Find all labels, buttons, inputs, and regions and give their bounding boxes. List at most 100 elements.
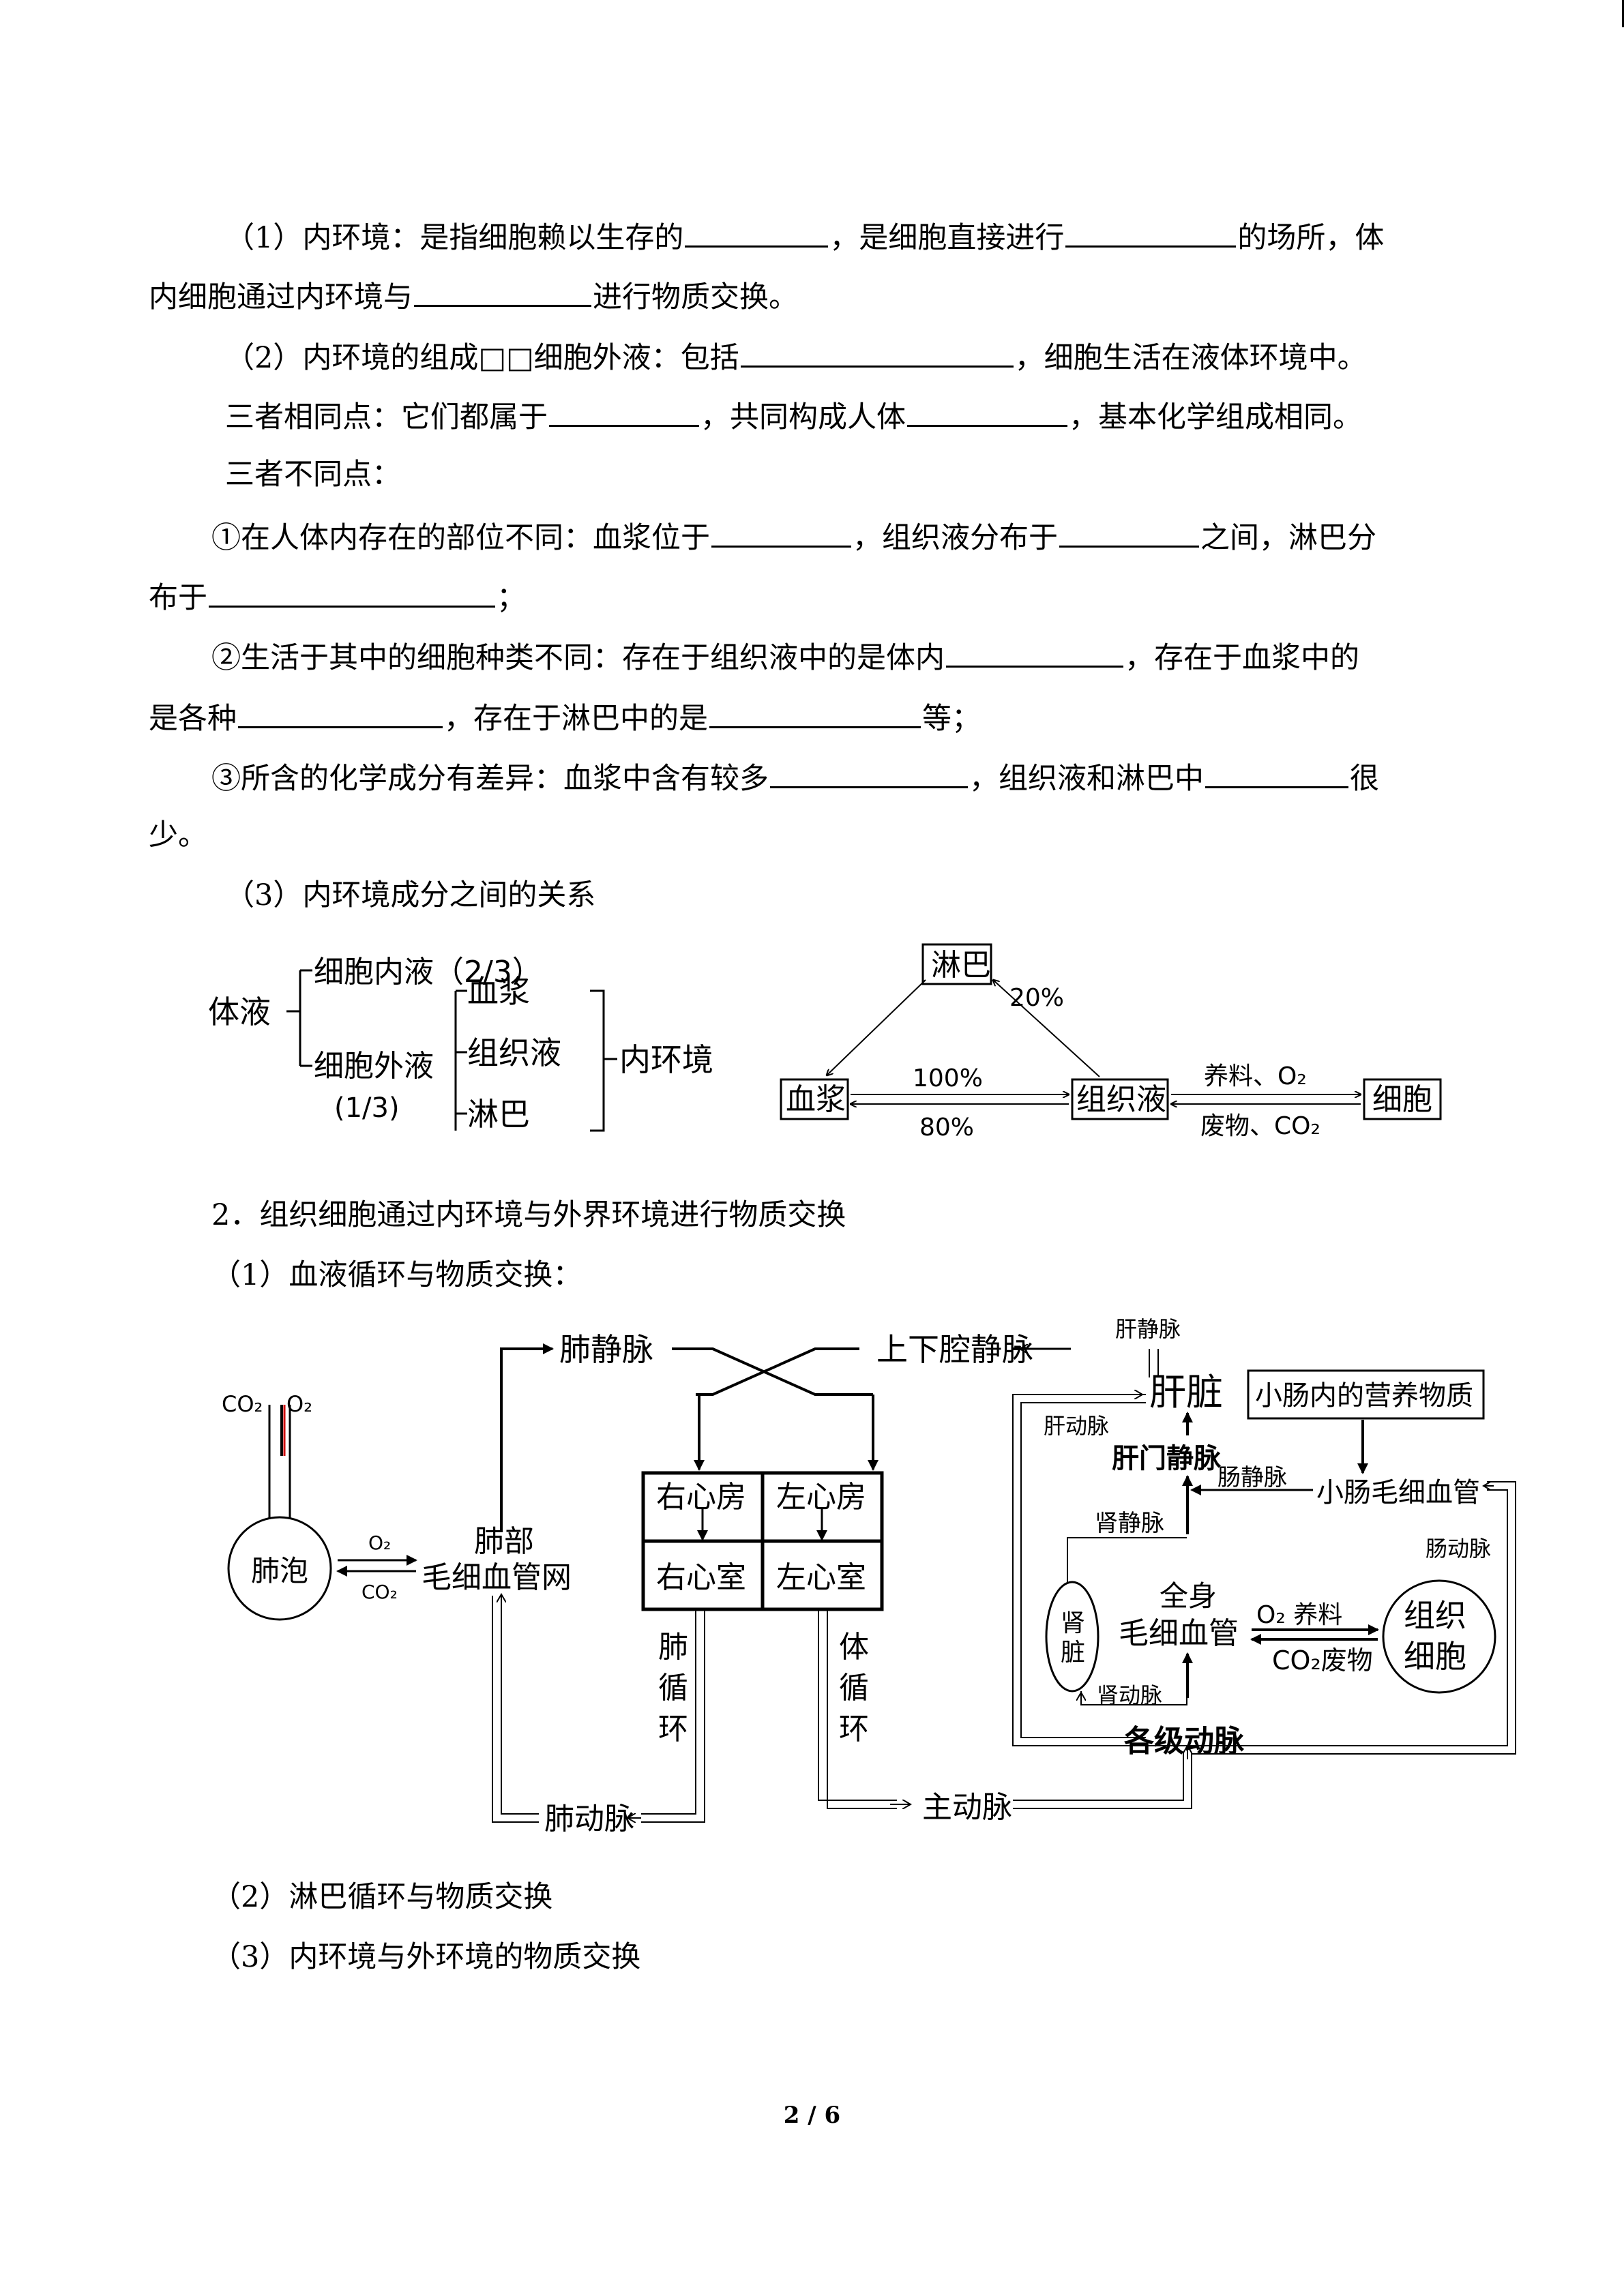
ecf-label: 细胞外液 [314,1049,434,1084]
arteries-label: 各级动脉 [1124,1724,1245,1759]
percent-80: 80% [919,1114,974,1142]
text-line-5: 三者不同点： [225,458,401,492]
tissue-fluid-label: 组织液 [1076,1082,1166,1117]
nutrients-o2-label: 养料、O₂ [1204,1062,1307,1090]
tissue-cell-char-2: 细胞 [1404,1638,1466,1675]
o2-nutrients-label: O₂ 养料 [1256,1601,1342,1629]
cell-label: 细胞 [1372,1082,1432,1117]
blank[interactable] [549,393,699,427]
text-line-3: （2）内环境的组成□□细胞外液：包括，细胞生活在液体环境中。 [225,334,1367,378]
text-line-10: ③所含的化学成分有差异：血浆中含有较多，组织液和淋巴中很 [211,755,1379,799]
pulm-circ-char-2: 循 [658,1671,688,1705]
left-ventricle-label: 左心室 [776,1560,866,1595]
lung-capillary-label-2: 毛细血管网 [422,1560,572,1595]
intestine-vein-label: 肠静脉 [1217,1464,1287,1491]
lymph-label: 淋巴 [931,948,991,983]
fluid-relation-diagram: 淋巴 血浆 组织液 细胞 20% 100% 80% 养料、O₂ 废物、CO₂ [780,943,1442,1142]
blank[interactable] [209,574,495,608]
sys-circ-char-2: 循 [839,1671,869,1705]
text-line-2: 内细胞通过内环境与进行物质交换。 [149,273,798,318]
text-line-9: 是各种，存在于淋巴中的是等； [149,695,981,739]
pulm-circ-char-1: 肺 [658,1630,688,1665]
tissue-cell-char-1: 组织 [1404,1597,1466,1634]
lymph-box [921,943,992,985]
blank[interactable] [946,634,1123,668]
co2-label: CO₂ [222,1391,263,1417]
blood-circulation-diagram: CO₂ O₂ 肺泡 O₂ CO₂ 肺部 毛细血管网 肺静脉 上下腔静脉 右心房 … [222,1316,1516,1836]
text-line-11: 少。 [149,818,207,852]
renal-artery-label: 肾动脉 [1097,1682,1162,1708]
page-edge-line [1622,0,1624,27]
blank[interactable] [709,695,921,728]
text-line-8: ②生活于其中的细胞种类不同：存在于组织液中的是体内，存在于血浆中的 [211,634,1359,679]
intestine-capillary-label: 小肠毛细血管 [1316,1477,1480,1508]
blank[interactable] [414,273,591,307]
blank[interactable] [740,334,1014,368]
heart-grid [641,1471,884,1611]
blank[interactable] [711,514,851,548]
icf-label: 细胞内液（2/3） [314,955,542,989]
intestine-artery-label: 肠动脉 [1426,1536,1491,1562]
intestine-nutrients-label: 小肠内的营养物质 [1255,1380,1473,1412]
alveolus-label: 肺泡 [251,1554,308,1587]
tissue-fluid-label: 组织液 [467,1034,561,1071]
body-fluid-classification-diagram: 体液 细胞内液（2/3） 细胞外液 (1/3) 血浆 组织液 淋巴 内环境 [208,955,713,1133]
hepatic-artery-label: 肝动脉 [1044,1413,1109,1439]
portal-vein-label: 肝门静脉 [1112,1443,1222,1474]
text-line-6: ①在人体内存在的部位不同：血浆位于，组织液分布于之间，淋巴分 [211,514,1376,558]
left-atrium-label: 左心房 [776,1480,866,1515]
co2-wastes-label: CO₂废物 [1272,1645,1373,1675]
body-fluid-label: 体液 [208,994,271,1030]
blank[interactable] [238,695,443,728]
aorta-label: 主动脉 [922,1790,1012,1825]
sys-circ-char-3: 环 [839,1712,869,1746]
kidney-char-1: 肾 [1061,1609,1085,1637]
lung-capillary-label-1: 肺部 [474,1524,534,1559]
subsection-1-title: （1）血液循环与物质交换： [211,1258,582,1292]
subsection-2-title: （2）淋巴循环与物质交换 [211,1880,553,1914]
percent-100: 100% [913,1064,983,1092]
pulmonary-vein-label: 肺静脉 [559,1331,653,1368]
o2-label: O₂ [286,1391,312,1417]
plasma-label: 血浆 [467,973,530,1010]
cell-box [1363,1078,1442,1120]
lymph-label: 淋巴 [467,1096,530,1133]
tissue-cell-circle [1382,1579,1496,1694]
pulmonary-artery-label: 肺动脉 [544,1802,634,1836]
percent-20: 20% [1009,984,1064,1012]
text-line-4: 三者相同点：它们都属于，共同构成人体，基本化学组成相同。 [225,393,1362,438]
blank[interactable] [1065,214,1237,248]
alveolus-circle [227,1516,332,1621]
text-line-1: （1）内环境：是指细胞赖以生存的，是细胞直接进行的场所，体 [225,214,1384,258]
page-number: 2 / 6 [783,2102,841,2129]
plasma-box [780,1078,849,1120]
kidney-char-2: 脏 [1061,1639,1085,1667]
intestine-nutrients-box [1247,1369,1485,1420]
renal-vein-label: 肾静脉 [1095,1510,1164,1537]
wastes-co2-label: 废物、CO₂ [1200,1112,1320,1140]
o2-exchange-label: O₂ [368,1532,391,1554]
sys-circ-char-1: 体 [839,1630,869,1665]
ecf-ratio-label: (1/3) [334,1092,400,1124]
section-2-title: 2．组织细胞通过内环境与外界环境进行物质交换 [211,1198,846,1232]
right-atrium-label: 右心房 [656,1480,746,1515]
co2-exchange-label: CO₂ [361,1581,398,1603]
vena-cava-label: 上下腔静脉 [876,1331,1033,1368]
blank[interactable] [1205,755,1348,788]
kidney-ellipse [1045,1581,1099,1693]
text-line-12: （3）内环境成分之间的关系 [225,878,596,912]
internal-env-label: 内环境 [619,1041,713,1078]
blank[interactable] [770,755,968,788]
body-capillary-label-2: 毛细血管 [1119,1616,1239,1651]
subsection-3-title: （3）内环境与外环境的物质交换 [211,1940,641,1974]
blank[interactable] [907,393,1067,427]
text-line-7: 布于； [149,574,526,618]
body-capillary-label-1: 全身 [1160,1579,1217,1613]
blank[interactable] [685,214,829,248]
pulm-circ-char-3: 环 [658,1712,688,1746]
plasma-label: 血浆 [786,1082,846,1117]
right-ventricle-label: 右心室 [656,1560,746,1595]
liver-label: 肝脏 [1149,1371,1223,1414]
blank[interactable] [1059,514,1199,548]
hepatic-vein-label: 肝静脉 [1115,1316,1181,1342]
